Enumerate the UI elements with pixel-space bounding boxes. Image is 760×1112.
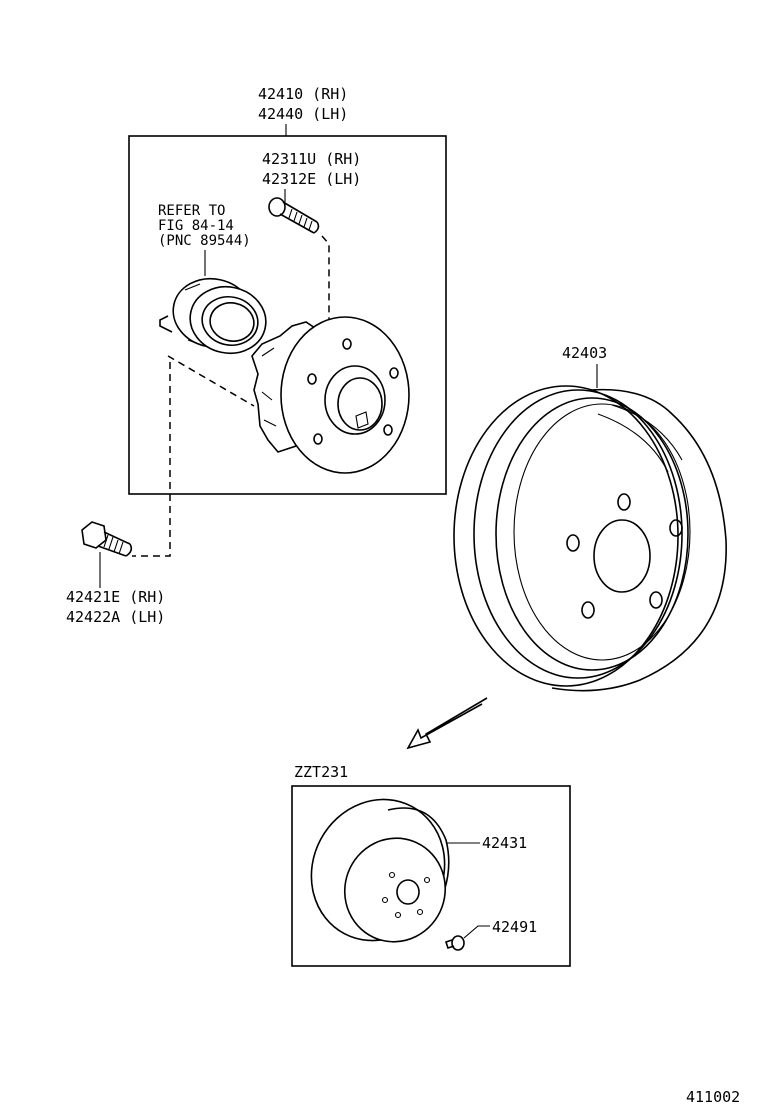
bearing-reference-line2: FIG 84-14: [158, 218, 234, 234]
bearing-drawing: [159, 277, 267, 355]
bearing-reference-line1: REFER TO: [158, 203, 225, 219]
hub-bolt-guide-line: [321, 235, 330, 320]
mount-bolt-part-lh: 42422A (LH): [66, 608, 165, 626]
figure-number: 411002: [686, 1088, 740, 1106]
brake-drum-drawing: [453, 385, 727, 692]
hub-bolt-part-lh: 42312E (LH): [262, 170, 361, 188]
hub-mount-guide-line: [167, 355, 255, 407]
hub-assembly-frame: [128, 135, 447, 495]
hub-bolt-part-rh: 42311U (RH): [262, 150, 361, 168]
screw-part-label: 42491: [492, 918, 537, 936]
hub-assembly-part-rh: 42410 (RH): [258, 85, 348, 103]
disc-variant-group: ZZT231 42431 42491: [291, 763, 571, 967]
hub-flange-drawing: [251, 316, 410, 474]
variant-arrow: [406, 697, 488, 750]
hub-assembly-part-lh: 42440 (LH): [258, 105, 348, 123]
bearing-reference-line3: (PNC 89544): [158, 233, 251, 249]
brake-drum-group: 42403: [453, 344, 727, 692]
brake-disc-drawing: [310, 798, 450, 943]
disc-variant-frame: [291, 785, 571, 967]
mount-bolt-part-rh: 42421E (RH): [66, 588, 165, 606]
disc-part-label: 42431: [482, 834, 527, 852]
screw-drawing: [444, 935, 465, 951]
model-code-label: ZZT231: [294, 763, 348, 781]
hub-bolt-drawing: [268, 197, 320, 234]
mount-bolt-guide-line: [132, 362, 171, 557]
mount-bolt-group: 42421E (RH) 42422A (LH): [66, 362, 171, 626]
screw-leader: [463, 925, 490, 939]
mount-bolt-drawing: [81, 521, 133, 557]
brake-drum-part: 42403: [562, 344, 607, 362]
hub-assembly-group: 42410 (RH) 42440 (LH) 42311U (RH) 42312E…: [128, 85, 447, 495]
